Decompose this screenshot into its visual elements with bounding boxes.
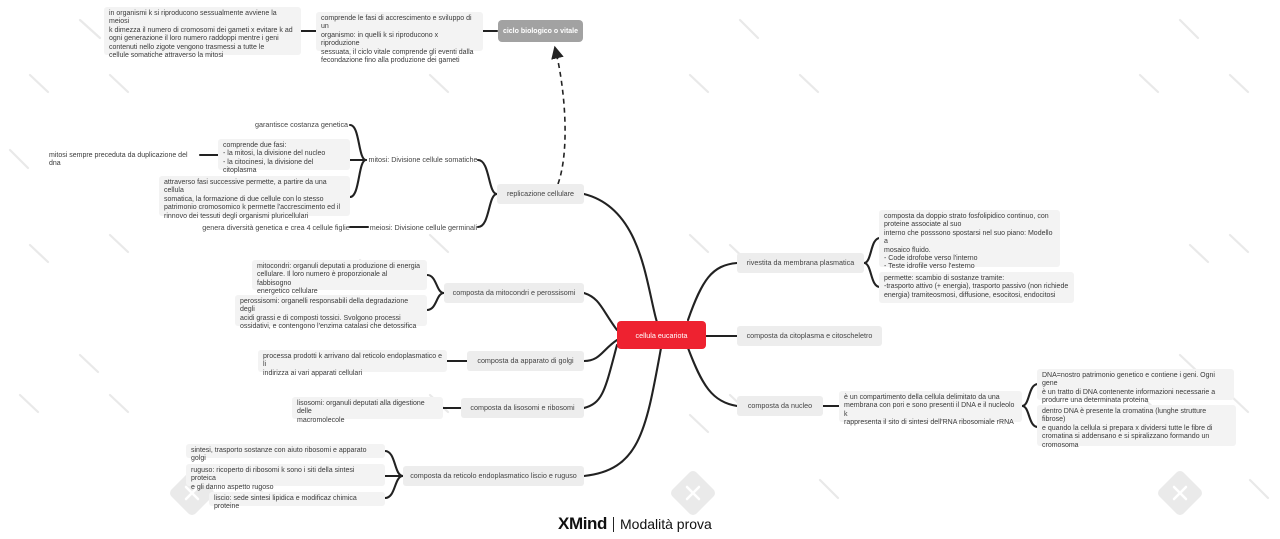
trial-mode-label: Modalità prova: [620, 516, 712, 532]
membrana-scambio-sostanze[interactable]: permette: scambio di sostanze tramite: -…: [879, 272, 1074, 303]
lisosomi-digestione[interactable]: lisosomi: organuli deputati alla digesti…: [292, 397, 443, 424]
xmind-logo-text: XMind: [558, 514, 607, 533]
central-topic[interactable]: cellula eucariota: [617, 321, 706, 349]
membrana-doppio-strato[interactable]: composta da doppio strato fosfolipidico …: [879, 210, 1060, 270]
reticolo-ruguso[interactable]: ruguso: ricoperto di ribosomi k sono i s…: [186, 464, 385, 491]
nucleo-dna-patrimonio[interactable]: DNA=nostro patrimonio genetico e contien…: [1037, 369, 1234, 404]
mitosi-fasi-successive[interactable]: attraverso fasi successive permette, a p…: [159, 176, 350, 220]
nucleo-compartimento[interactable]: è un compartimento della cellula delimit…: [839, 391, 1022, 426]
note-meiosi-gameti[interactable]: in organismi k si riproducono sessualmen…: [104, 7, 301, 59]
subtopic-mitosi[interactable]: mitosi: Divisione cellule somatiche: [368, 154, 478, 164]
mitosi-due-fasi[interactable]: comprende due fasi: - la mitosi, la divi…: [218, 139, 350, 174]
topic-mitocondri-perossisomi[interactable]: composta da mitocondri e perossisomi: [444, 283, 584, 303]
topic-nucleo[interactable]: composta da nucleo: [737, 396, 823, 416]
reticolo-sintesi-trasporto[interactable]: sintesi, trasporto sostanze con aiuto ri…: [186, 444, 385, 462]
topic-reticolo-endoplasmatico[interactable]: composta da reticolo endoplasmatico lisc…: [403, 466, 584, 486]
note-ciclo-vitale[interactable]: comprende le fasi di accrescimento e svi…: [316, 12, 483, 64]
golgi-processa-prodotti[interactable]: processa prodotti k arrivano dal reticol…: [258, 350, 447, 377]
perossisomi-degradazione[interactable]: perossisomi: organelli responsabili dell…: [235, 295, 427, 330]
topic-citoplasma-citoscheletro[interactable]: composta da citoplasma e citoscheletro: [737, 326, 882, 346]
reticolo-liscio[interactable]: liscio: sede sintesi lipidica e modifica…: [209, 492, 385, 510]
footer-watermark: XMind Modalità prova: [558, 514, 712, 534]
topic-replicazione-cellulare[interactable]: replicazione cellulare: [497, 184, 584, 204]
meiosi-diversita-genetica[interactable]: genera diversità genetica e crea 4 cellu…: [202, 222, 350, 232]
mitocondri-energia[interactable]: mitocondri: organuli deputati a produzio…: [252, 260, 427, 295]
topic-apparato-golgi[interactable]: composta da apparato di golgi: [467, 351, 584, 371]
mitosi-duplicazione-dna[interactable]: mitosi sempre preceduta da duplicazione …: [49, 152, 188, 168]
subtopic-meiosi[interactable]: meiosi: Divisione cellule germinali: [369, 222, 478, 232]
topic-ciclo-biologico[interactable]: ciclo biologico o vitale: [498, 20, 583, 42]
mitosi-costanza-genetica[interactable]: garantisce costanza genetica: [254, 120, 349, 130]
topic-lisosomi-ribosomi[interactable]: composta da lisosomi e ribosomi: [461, 398, 584, 418]
footer-separator: [613, 516, 614, 532]
topic-membrana-plasmatica[interactable]: rivestita da membrana plasmatica: [737, 253, 864, 273]
nucleo-cromatina[interactable]: dentro DNA è presente la cromatina (lung…: [1037, 405, 1236, 449]
